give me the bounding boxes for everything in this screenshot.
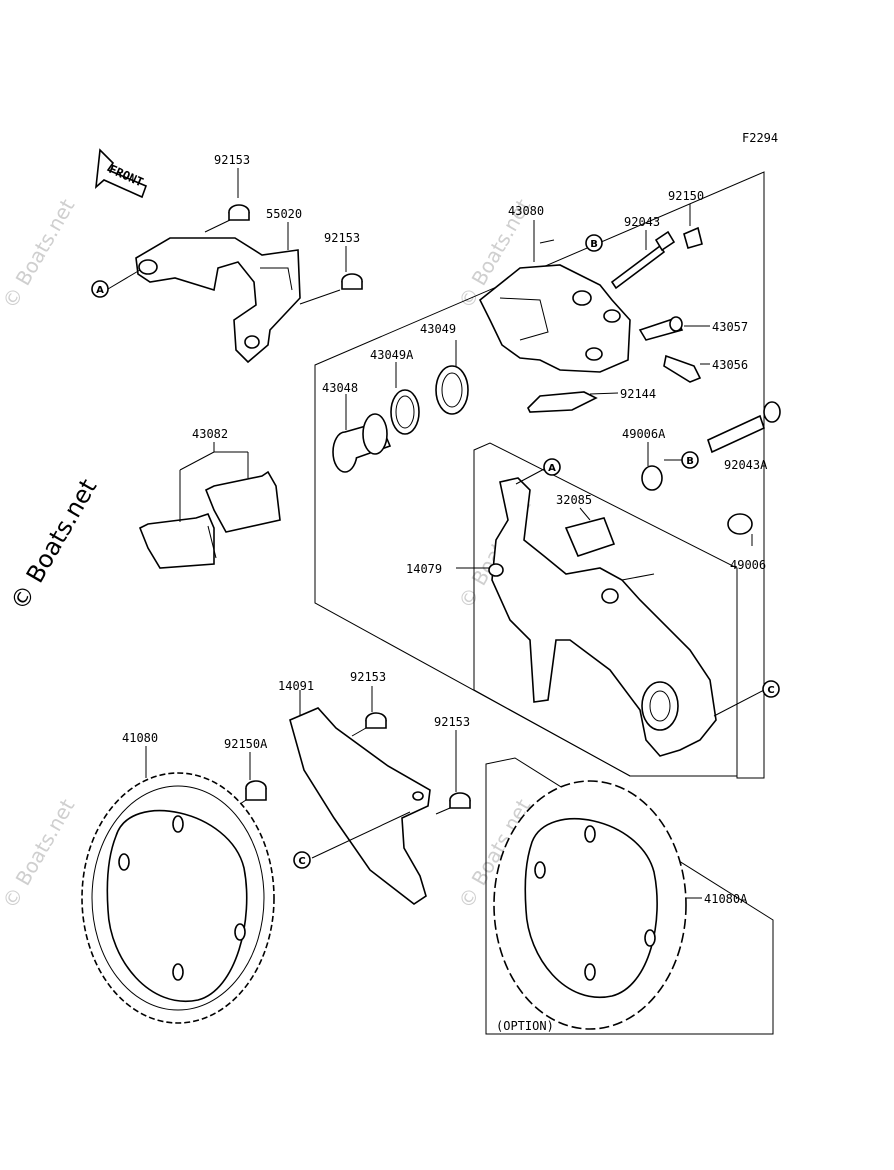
option-label: (OPTION) <box>496 1019 554 1033</box>
part-label-43080: 43080 <box>508 204 544 218</box>
watermark-main: © Boats.net <box>5 474 102 615</box>
bolt-92153-top <box>204 204 250 233</box>
part-label-92153: 92153 <box>324 231 360 245</box>
part-label-43082: 43082 <box>192 427 228 441</box>
part-label-92153: 92153 <box>434 715 470 729</box>
part-label-43049: 43049 <box>420 322 456 336</box>
part-label-43049A: 43049A <box>370 348 414 362</box>
caliper-bracket-14079 <box>488 477 717 757</box>
part-label-43056: 43056 <box>712 358 748 372</box>
spring-92144 <box>527 391 598 413</box>
option-disc-41080A <box>493 780 687 1030</box>
part-label-92043: 92043 <box>624 215 660 229</box>
boot-49006A <box>641 465 663 491</box>
leader-lines <box>107 168 765 899</box>
part-label-14079: 14079 <box>406 562 442 576</box>
watermark-faint: © Boats.net <box>0 195 79 313</box>
option-group-outline <box>485 757 774 1035</box>
part-label-92153: 92153 <box>214 153 250 167</box>
bleeder-cap-43057 <box>638 316 684 341</box>
brake-disc-41080 <box>81 772 275 1024</box>
callout-letter-a: A <box>548 463 556 474</box>
part-label-92150A: 92150A <box>224 737 268 751</box>
torque-bracket-55020 <box>135 237 301 364</box>
callout-c-guard: C <box>293 851 311 869</box>
bolt-92150A <box>233 780 267 809</box>
part-label-92043A: 92043A <box>724 458 768 472</box>
bolt-92153-lower1 <box>351 712 387 737</box>
callout-b-caliper: B <box>585 234 603 252</box>
callout-letter-a: A <box>96 285 104 296</box>
callout-letter-c: C <box>767 685 774 696</box>
part-label-32085: 32085 <box>556 493 592 507</box>
part-label-92150: 92150 <box>668 189 704 203</box>
disc-guard-14091 <box>289 707 431 905</box>
pin-92043 <box>610 230 676 290</box>
caliper-group-outline <box>314 171 765 779</box>
cap-92150 <box>683 226 703 249</box>
part-label-49006: 49006 <box>730 558 766 572</box>
callout-a-bracket: A <box>91 280 109 298</box>
seal-43049A <box>390 389 420 435</box>
part-label-92144: 92144 <box>620 387 656 401</box>
part-labels: 92153 55020 92153 43080 92150 92043 4305… <box>122 153 768 906</box>
seal-43049 <box>435 365 469 415</box>
part-label-92153: 92153 <box>350 670 386 684</box>
front-arrow-icon: FRONT <box>94 148 148 199</box>
bleeder-valve-43056 <box>663 354 702 383</box>
brake-pads-43082 <box>138 470 281 569</box>
callout-letter-c: C <box>298 856 305 867</box>
bolt-92153-lower2 <box>435 792 471 815</box>
bolt-92153-right <box>299 273 363 305</box>
callout-letter-b: B <box>590 239 598 250</box>
part-label-43057: 43057 <box>712 320 748 334</box>
part-label-43048: 43048 <box>322 381 358 395</box>
part-label-49006A: 49006A <box>622 427 666 441</box>
callout-letter-b: B <box>686 456 694 467</box>
part-label-41080: 41080 <box>122 731 158 745</box>
callout-a-support: A <box>543 458 561 476</box>
callout-c-support: C <box>762 680 780 698</box>
part-label-14091: 14091 <box>278 679 314 693</box>
caliper-43080 <box>478 264 631 373</box>
callout-b-pin: B <box>681 451 699 469</box>
figure-code: F2294 <box>742 131 778 145</box>
pad-spring-32085 <box>564 517 616 557</box>
bushing-49006 <box>727 513 753 535</box>
part-label-55020: 55020 <box>266 207 302 221</box>
pin-92043A <box>707 401 781 454</box>
watermark-faint: © Boats.net <box>0 795 79 913</box>
bracket-group-outline <box>473 442 738 777</box>
piston-43048 <box>332 413 392 473</box>
part-label-41080A: 41080A <box>704 892 748 906</box>
